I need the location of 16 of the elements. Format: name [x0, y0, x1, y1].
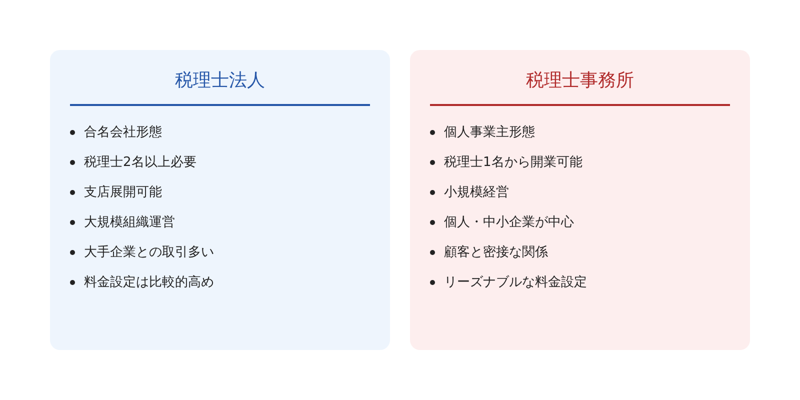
- list-item: 大規模組織運営: [84, 214, 175, 231]
- list-item: リーズナブルな料金設定: [444, 274, 587, 291]
- list-item: 支店展開可能: [84, 184, 162, 201]
- list-item: 個人事業主形態: [444, 124, 535, 141]
- list-item: 税理士2名以上必要: [84, 154, 196, 171]
- list-item: 小規模経営: [444, 184, 509, 201]
- card-heading: 税理士法人: [70, 68, 370, 106]
- list-item: 税理士1名から開業可能: [444, 154, 582, 171]
- list-item: 大手企業との取引多い: [84, 244, 214, 261]
- comparison-card: [50, 50, 390, 350]
- card-heading: 税理士事務所: [430, 68, 730, 106]
- list-item: 顧客と密接な関係: [444, 244, 548, 261]
- list-item: 料金設定は比較的高め: [84, 274, 214, 291]
- comparison-card: [410, 50, 750, 350]
- list-item: 合名会社形態: [84, 124, 162, 141]
- list-item: 個人・中小企業が中心: [444, 214, 574, 231]
